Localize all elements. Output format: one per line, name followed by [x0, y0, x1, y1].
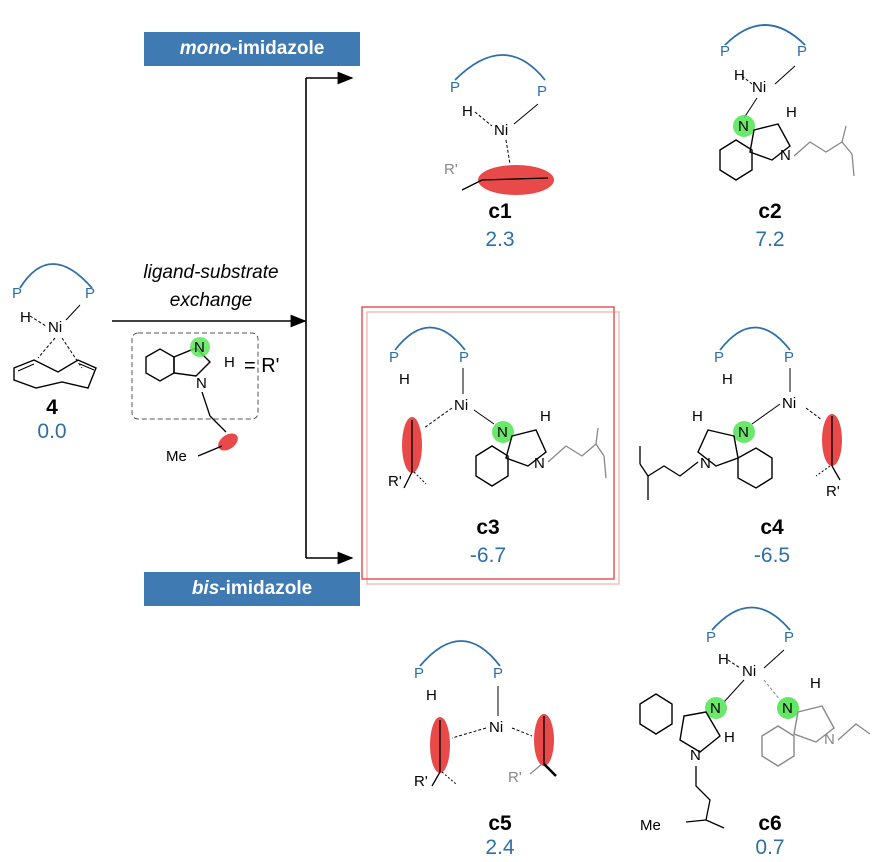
atom-H: H [810, 675, 821, 692]
c3-highlight-box [361, 306, 615, 580]
atom-H: H [734, 67, 745, 84]
atom-Ni: Ni [742, 663, 756, 680]
compound-c4-structure: P P H Ni N H N R' [639, 326, 842, 500]
compound-label-c6: c6 [758, 812, 782, 835]
atom-Ni: Ni [782, 395, 796, 412]
atom-P: P [537, 83, 547, 100]
compound-energy-c2: 7.2 [755, 228, 785, 251]
compound-energy-c6: 0.7 [755, 836, 785, 859]
compound-energy-c5: 2.4 [485, 836, 515, 859]
atom-R: R' [508, 769, 522, 786]
atom-H: H [718, 651, 729, 668]
atom-R: R' [388, 473, 402, 490]
bis-imidazole-banner: bis-imidazole [144, 572, 360, 606]
banner-bis-prefix: bis [191, 578, 220, 599]
atom-H: H [722, 371, 733, 388]
atom-P: P [720, 43, 730, 60]
atom-N: N [194, 339, 205, 356]
compound-label-c5: c5 [488, 812, 512, 835]
atom-H: H [692, 408, 703, 425]
compound-label-c3: c3 [476, 516, 500, 539]
compound-label-c2: c2 [758, 200, 782, 223]
atom-Ni: Ni [494, 122, 508, 139]
atom-P: P [797, 43, 807, 60]
atom-P: P [493, 665, 503, 682]
compound-c5-structure: P P H Ni R' R' [414, 640, 557, 790]
atom-Ni: Ni [752, 79, 766, 96]
atom-P: P [784, 629, 794, 646]
ligand-me-label: Me [166, 448, 187, 465]
banner-bis-suffix: -imidazole [219, 578, 313, 599]
atom-Ni: Ni [489, 719, 503, 736]
compound-c2-structure: P P H Ni N H N [719, 24, 855, 181]
atom-N: N [534, 455, 545, 472]
atom-N: N [497, 424, 508, 441]
compound-4-structure: P P H Ni [12, 263, 97, 389]
mono-imidazole-banner: mono-imidazole [144, 32, 360, 66]
atom-P: P [414, 665, 424, 682]
atom-N: N [782, 700, 793, 717]
compound-c6-structure: P P H Ni N H N Me N H N [639, 606, 871, 834]
compound-label-c1: c1 [488, 200, 512, 223]
reaction-arrows [112, 71, 354, 565]
atom-H: H [399, 371, 410, 388]
atom-P: P [706, 629, 716, 646]
atom-Ni: Ni [48, 319, 62, 336]
atom-N: N [780, 147, 791, 164]
atom-N: N [690, 747, 701, 764]
atom-N: N [738, 118, 749, 135]
atom-N: N [196, 375, 207, 392]
atom-Me: Me [640, 817, 661, 834]
atom-P: P [459, 349, 469, 366]
atom-N: N [710, 700, 721, 717]
compound-c1-structure: P P H Ni R' [444, 54, 554, 195]
compound-energy-c1: 2.3 [485, 228, 515, 251]
atom-P: P [12, 285, 22, 302]
atom-Ni: Ni [454, 397, 468, 414]
atom-R: R' [826, 483, 840, 500]
atom-H: H [462, 103, 473, 120]
arrow-label-line1: ligand-substrate [143, 262, 279, 283]
compound-energy-c3: -6.7 [469, 544, 507, 567]
banner-mono-prefix: mono [179, 38, 232, 59]
atom-H: H [724, 729, 735, 746]
ligand-equals-R: = R' [244, 355, 280, 377]
compound-label-4: 4 [46, 396, 58, 419]
atom-H: H [20, 309, 31, 326]
atom-P: P [85, 285, 95, 302]
atom-H: H [426, 687, 437, 704]
atom-H: H [786, 104, 797, 121]
arrow-label-line2: exchange [169, 290, 253, 311]
compound-label-c4: c4 [760, 516, 784, 539]
compound-energy-c4: -6.5 [753, 544, 791, 567]
atom-N: N [738, 424, 749, 441]
atom-H: H [224, 354, 235, 371]
atom-P: P [450, 79, 460, 96]
compound-c3-structure: P P H Ni R' N H N [388, 326, 607, 490]
ligand-definition: N H N [131, 332, 259, 457]
atom-R: R' [444, 161, 458, 178]
atom-P: P [784, 349, 794, 366]
atom-P: P [389, 349, 399, 366]
compound-energy-4: 0.0 [37, 420, 67, 443]
atom-P: P [714, 349, 724, 366]
atom-H: H [540, 408, 551, 425]
atom-R: R' [414, 773, 428, 790]
atom-N: N [824, 731, 835, 748]
atom-N: N [700, 455, 711, 472]
banner-mono-suffix: -imidazole [231, 38, 325, 59]
